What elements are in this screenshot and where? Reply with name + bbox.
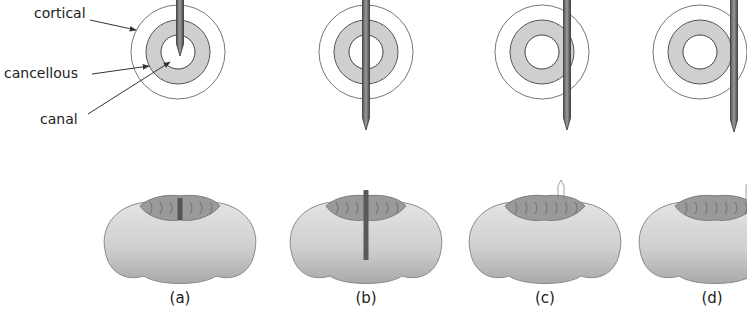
trabecular-texture [545,202,547,214]
trabecular-texture [336,202,338,214]
cancellous-top [505,195,585,220]
trabecular-texture [150,202,152,214]
trabecular-texture [555,202,557,214]
trabecular-texture [346,202,348,214]
bone-render [290,190,442,284]
trabecular-texture [386,202,388,214]
bone-render [639,180,747,284]
trabecular-texture [725,202,727,214]
trabecular-texture [715,202,717,214]
panel-caption: (a) [170,290,191,307]
trabecular-texture [705,202,707,214]
trabecular-texture [210,202,212,214]
trabecular-texture [575,202,577,214]
trabecular-texture [396,202,398,214]
pin-in-bone [178,198,183,220]
pin-tip [746,180,747,200]
trabecular-texture [515,202,517,214]
pin [363,0,370,130]
trabecular-texture [376,202,378,214]
pin [177,0,184,56]
panel-caption: (c) [535,290,555,307]
pin [564,0,571,130]
part-label: cortical [34,6,86,21]
trabecular-texture [695,202,697,214]
cross-sections [131,0,747,132]
trabecular-texture [356,202,358,214]
trabecular-texture [745,202,747,214]
cancellous-top [140,195,220,220]
leader-arrow [90,20,136,30]
pin-tip [558,180,564,200]
trabecular-texture [685,202,687,214]
trabecular-texture [535,202,537,214]
bone-outline [639,196,747,284]
bone-outline [469,196,621,284]
leader-arrow [88,62,170,114]
pin-in-bone [364,190,369,260]
cancellous-ring [668,20,732,84]
trabecular-texture [190,202,192,214]
bone-renders [104,180,747,284]
bone-outline [104,196,256,284]
bone-render [469,180,621,284]
canal [525,35,559,69]
bone-render [104,195,256,283]
part-label: cancellous [4,66,78,81]
bone-cross-section [653,0,747,132]
pin [731,0,738,132]
trabecular-texture [525,202,527,214]
trabecular-texture [170,202,172,214]
trabecular-texture [200,202,202,214]
trabecular-texture [565,202,567,214]
cortical-ring [495,5,589,99]
panel-caption: (d) [701,290,722,307]
panel-caption: (b) [355,290,376,307]
bone-cross-section [131,0,225,99]
trabecular-texture [735,202,737,214]
canal [683,35,717,69]
cancellous-top [675,195,747,220]
bone-cross-section [319,0,413,130]
part-label: canal [40,112,78,127]
bone-cross-section [495,0,589,130]
leader-lines [88,20,170,114]
trabecular-texture [160,202,162,214]
leader-arrow [92,66,149,74]
